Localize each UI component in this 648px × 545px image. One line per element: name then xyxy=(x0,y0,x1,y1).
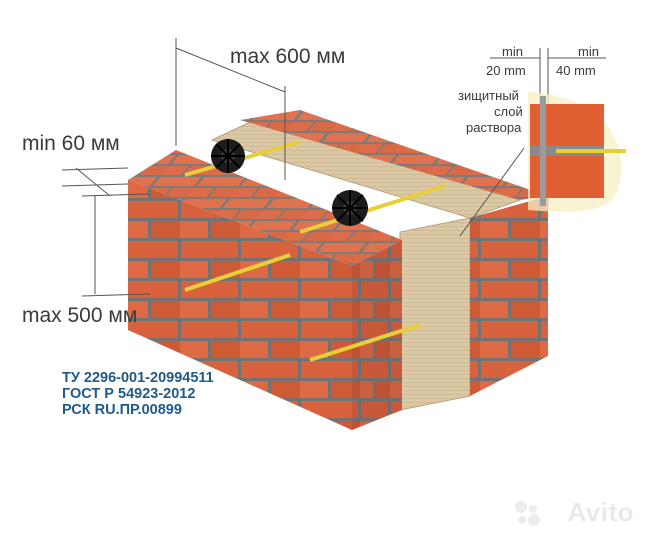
spec-gost: ГОСТ Р 54923-2012 xyxy=(62,386,196,402)
callout-line2: слой xyxy=(494,104,523,119)
spec-rsk: РСК RU.ПР.00899 xyxy=(62,402,182,418)
max-spacing-label: max 600 мм xyxy=(230,45,346,68)
masonry-ties xyxy=(184,139,446,362)
front-brick-wall xyxy=(128,150,402,430)
tie-rod xyxy=(309,323,421,362)
tie-rod xyxy=(299,184,446,234)
spec-tu: ТУ 2296-001-20994511 xyxy=(62,370,214,386)
tie-rod xyxy=(184,253,291,292)
detail-inset xyxy=(528,92,626,212)
avito-logo-icon xyxy=(515,501,540,526)
max-height-label: max 500 мм xyxy=(22,304,138,327)
min-20-top: min xyxy=(502,44,523,59)
tie-washer xyxy=(211,139,245,173)
tie-washer xyxy=(332,190,368,226)
min-offset-label: min 60 мм xyxy=(22,132,120,155)
callout-line3: раствора xyxy=(466,120,522,135)
min-40-top: min xyxy=(578,44,599,59)
back-brick-wall xyxy=(240,110,548,396)
min-20-bottom: 20 mm xyxy=(486,63,526,78)
callout-line1: зищитный xyxy=(458,88,519,103)
min-40-bottom: 40 mm xyxy=(556,63,596,78)
avito-watermark: Avito xyxy=(567,497,634,527)
